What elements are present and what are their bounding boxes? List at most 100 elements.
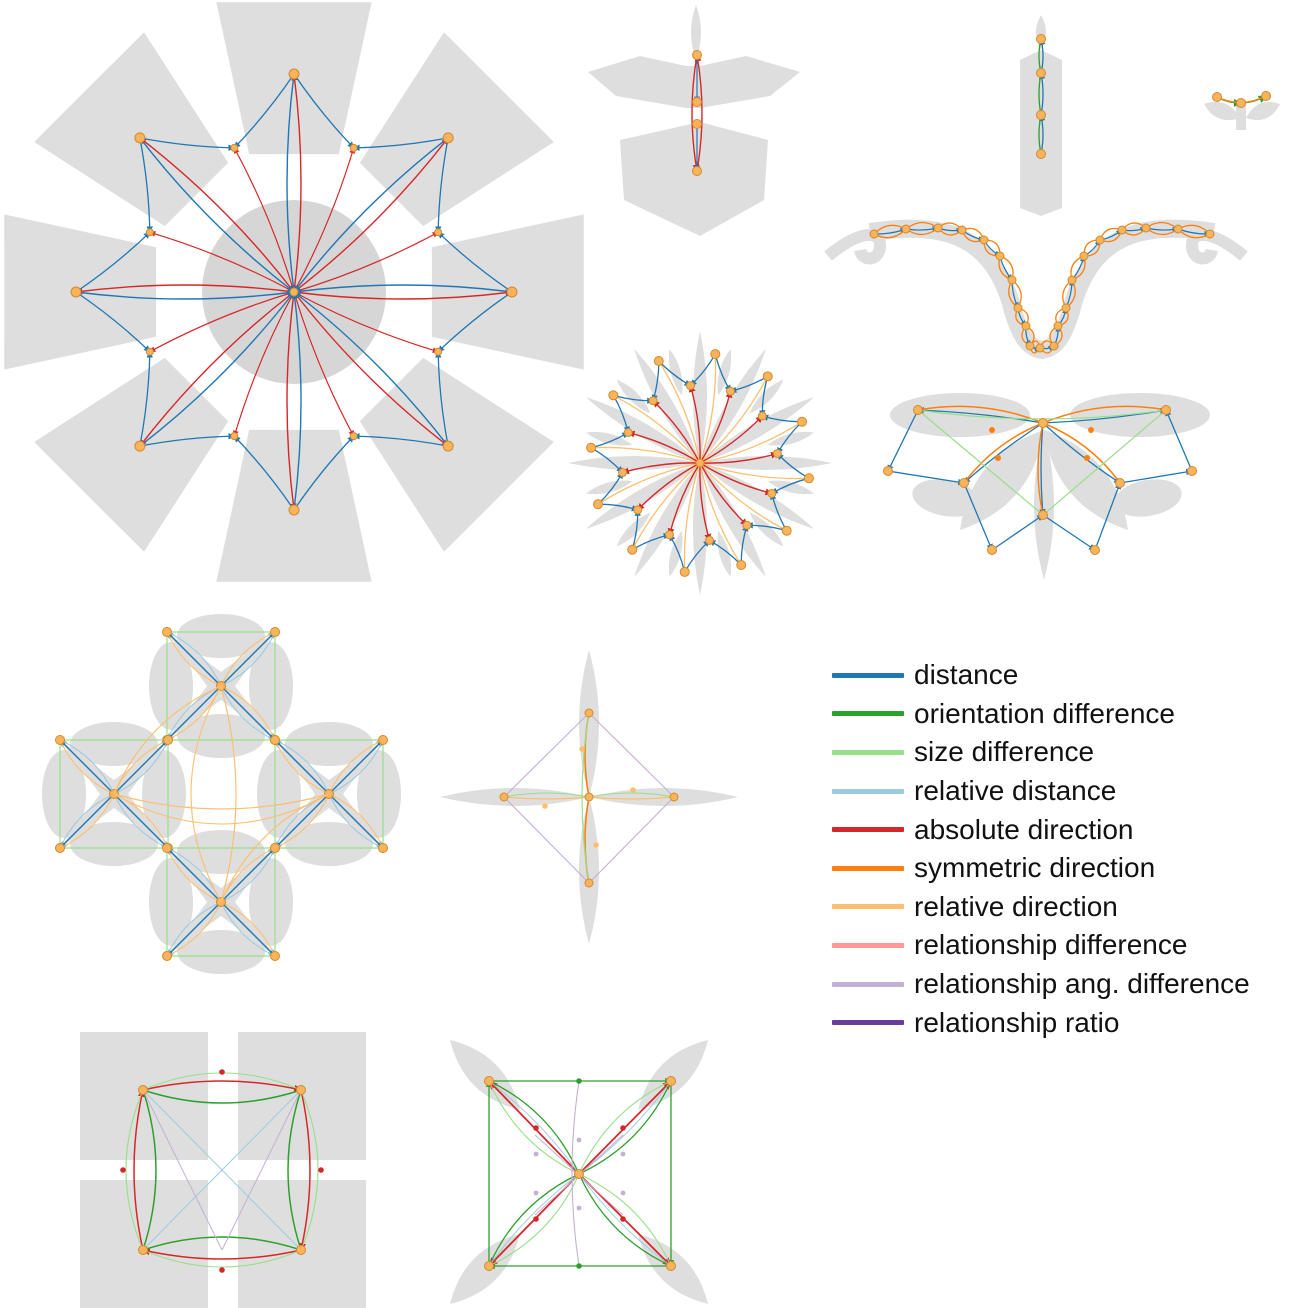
node xyxy=(1021,321,1031,331)
distance-edge xyxy=(328,739,384,795)
reldir-edge xyxy=(699,354,717,464)
node xyxy=(55,843,65,853)
node xyxy=(796,416,807,427)
node xyxy=(1141,223,1151,233)
size-edge xyxy=(1042,409,1167,516)
distance-edge xyxy=(293,291,449,447)
node xyxy=(134,440,146,452)
relang-edge xyxy=(588,796,675,884)
absdir-dot xyxy=(620,1216,626,1222)
distance-edge xyxy=(166,901,222,957)
legend-label: size difference xyxy=(914,736,1095,768)
distance-edge xyxy=(220,685,276,741)
reldir-edge xyxy=(613,394,701,464)
size-edge xyxy=(588,792,675,798)
absdir-edge xyxy=(142,1247,302,1260)
petal-shape xyxy=(357,750,401,838)
legend-label: relative direction xyxy=(914,890,1118,922)
orient-edge xyxy=(142,1089,302,1104)
distance-edge xyxy=(963,482,993,551)
petal-shape xyxy=(717,349,732,396)
node xyxy=(1212,92,1222,102)
stem-shape xyxy=(1236,100,1246,130)
node xyxy=(288,68,300,80)
node xyxy=(883,466,893,476)
reldir-dot xyxy=(593,842,599,848)
leaf-shape xyxy=(1246,101,1280,121)
distance-edge xyxy=(963,422,1044,484)
legend-label: absolute direction xyxy=(914,813,1134,845)
petal-shape xyxy=(285,722,373,766)
absdir-edge xyxy=(699,390,733,464)
distance-edge xyxy=(291,291,302,511)
node xyxy=(666,1076,676,1086)
petal-shape xyxy=(700,456,832,470)
reldist-edge xyxy=(166,631,222,687)
symdir-dot xyxy=(1084,455,1090,461)
orient-edge xyxy=(142,1236,302,1251)
size-edge xyxy=(917,409,1044,516)
distance-edge xyxy=(220,901,276,957)
reldir-edge xyxy=(59,793,115,849)
absdir-edge xyxy=(627,430,701,464)
relang-edge xyxy=(221,1089,302,1251)
reldir-edge xyxy=(588,796,675,800)
node xyxy=(623,428,633,438)
node xyxy=(762,371,773,382)
absdir-edge xyxy=(139,291,295,447)
legend-label: relationship ratio xyxy=(914,1006,1120,1038)
reldir-edge xyxy=(699,462,809,480)
node xyxy=(959,478,969,488)
petal-shape xyxy=(634,348,700,463)
legend-item: size difference xyxy=(832,733,1250,772)
petal-shape xyxy=(285,822,373,866)
orient-edge xyxy=(142,1089,157,1251)
reldir-edge xyxy=(113,793,330,810)
node xyxy=(901,224,911,234)
reldist-edge xyxy=(59,793,115,849)
absdir-edge xyxy=(293,291,355,437)
node xyxy=(434,347,443,356)
distance-edge xyxy=(1042,514,1096,551)
size-edge xyxy=(125,1089,144,1251)
node xyxy=(1161,405,1171,415)
node xyxy=(593,499,604,510)
node xyxy=(1036,34,1046,44)
node xyxy=(665,530,675,540)
legend-item: relative direction xyxy=(832,888,1250,927)
absdir-edge xyxy=(291,73,302,293)
reldir-edge xyxy=(220,685,276,741)
legend-swatch xyxy=(832,672,904,678)
reldist-edge xyxy=(113,793,169,849)
symdir-dot xyxy=(995,455,1001,461)
size-edge xyxy=(300,1089,319,1251)
node xyxy=(633,505,643,515)
node xyxy=(163,735,173,745)
absdir-edge xyxy=(688,384,701,464)
node xyxy=(692,166,702,176)
distance-edge xyxy=(59,739,115,795)
node xyxy=(692,119,702,129)
absdir-edge xyxy=(293,231,439,293)
absdir-edge xyxy=(149,291,295,353)
petal-shape xyxy=(767,480,814,495)
petal-shape xyxy=(1034,430,1054,580)
scroll-shape xyxy=(824,228,887,265)
scroll-shape xyxy=(1185,228,1248,265)
distance-edge xyxy=(887,470,965,486)
node xyxy=(484,1076,494,1086)
node xyxy=(1035,343,1045,353)
size-edge xyxy=(578,1080,672,1175)
reldist-edge xyxy=(166,901,222,957)
petal-shape xyxy=(700,463,766,578)
absdir-dot xyxy=(533,1125,539,1131)
absdir-edge xyxy=(298,1089,311,1251)
node xyxy=(669,792,679,802)
distance-edge xyxy=(139,137,153,233)
distance-edge xyxy=(293,137,449,293)
node xyxy=(1236,98,1246,108)
legend: distance orientation difference size dif… xyxy=(832,656,1250,1042)
petal-shape xyxy=(34,357,229,552)
relang-dot xyxy=(620,1190,626,1196)
absdir-edge xyxy=(667,462,701,536)
